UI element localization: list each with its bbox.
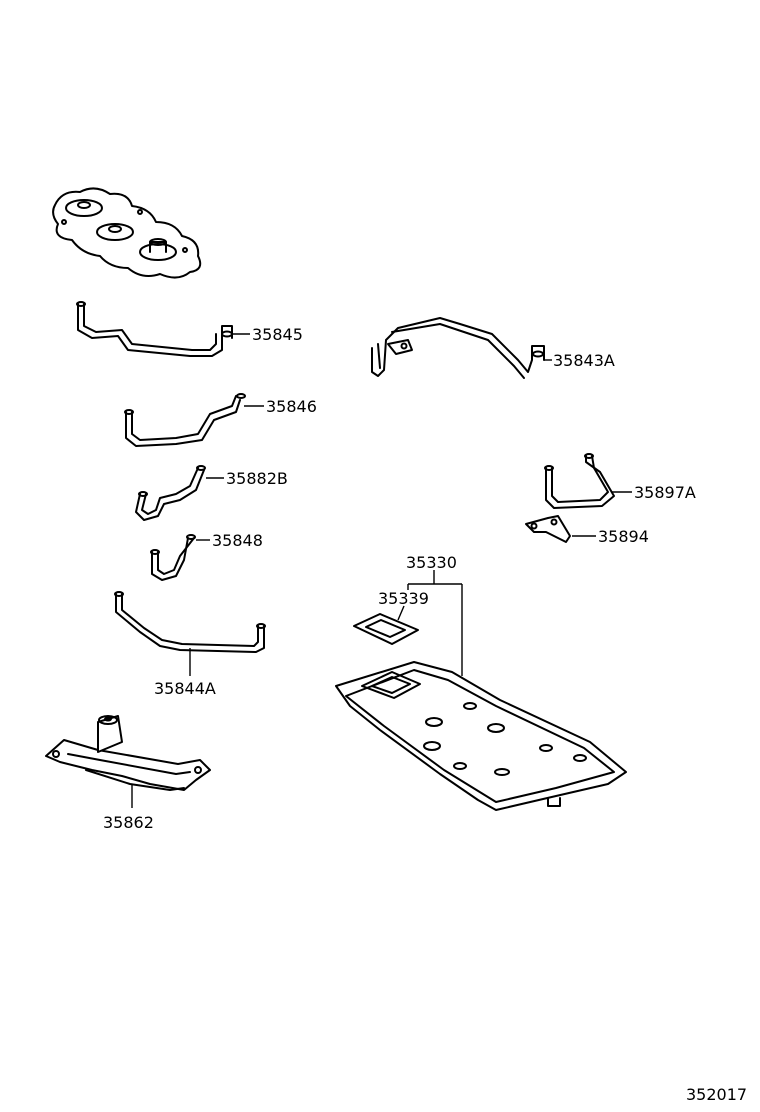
tube-35845-part <box>76 301 233 357</box>
tube-35882b-part <box>135 465 206 521</box>
tube-35846-part <box>124 393 246 447</box>
oil-strainer-35330-part <box>335 661 627 811</box>
tube-35897a-part <box>544 453 615 509</box>
part-label-35897a: 35897A <box>634 483 696 502</box>
part-label-35894: 35894 <box>598 527 649 546</box>
gasket-35339-part <box>353 613 419 645</box>
leader-35339-down <box>397 605 405 621</box>
tube-35848-part <box>150 534 196 581</box>
part-label-35339: 35339 <box>378 589 429 608</box>
part-label-35862: 35862 <box>103 813 154 832</box>
part-label-35846: 35846 <box>266 397 317 416</box>
tube-35844a-part <box>114 591 266 653</box>
part-label-35882b: 35882B <box>226 469 288 488</box>
drawing-number: 352017 <box>686 1085 747 1104</box>
part-label-35845: 35845 <box>252 325 303 344</box>
valve-body-part <box>52 187 202 279</box>
bracket-35894-part <box>525 515 571 543</box>
part-label-35848: 35848 <box>212 531 263 550</box>
tube-35843a-part <box>371 317 545 379</box>
part-label-35330: 35330 <box>406 553 457 572</box>
part-label-35843a: 35843A <box>553 351 615 370</box>
detent-spring-35862-part <box>45 715 211 791</box>
part-label-35844a: 35844A <box>154 679 216 698</box>
